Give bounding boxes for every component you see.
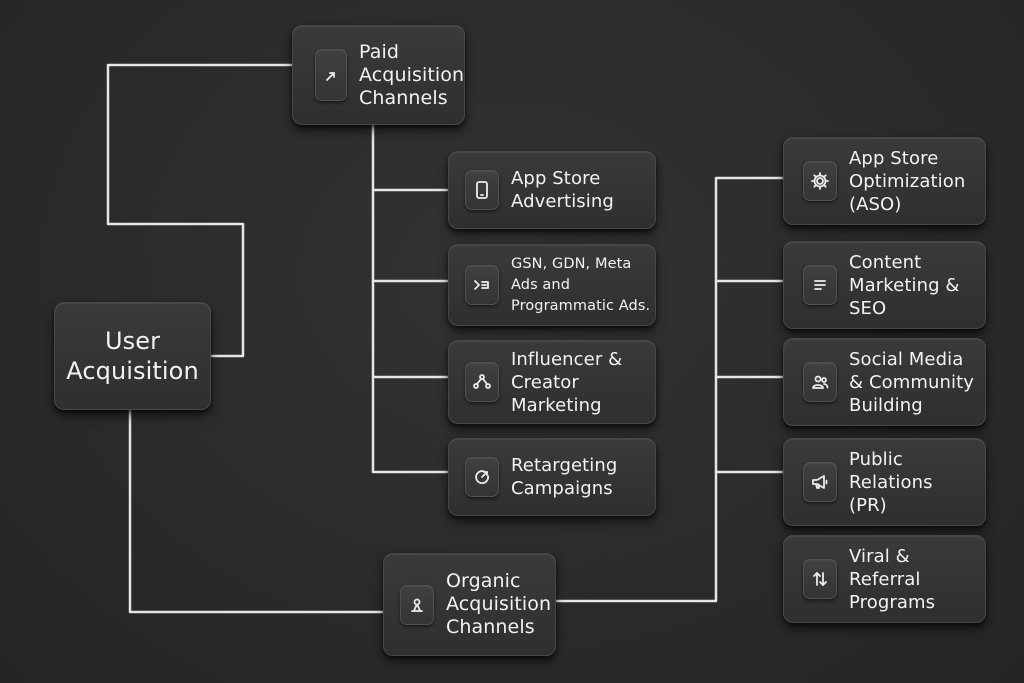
leaf-label: Viral & Referral Programs (849, 545, 936, 613)
paid-acquisition-label: Paid Acquisition Channels (359, 40, 465, 109)
root-node-label: User Acquisition (66, 327, 199, 385)
users-icon (803, 362, 837, 402)
terminal-icon (465, 265, 499, 305)
organic-acquisition-node: Organic Acquisition Channels (383, 553, 556, 656)
connector-paid-trunk (371, 123, 450, 474)
leaf-social-media-community: Social Media & Community Building (783, 338, 986, 426)
leaf-retargeting-campaigns: Retargeting Campaigns (448, 438, 656, 516)
leaf-label: Social Media & Community Building (849, 348, 975, 416)
leaf-app-store-advertising: App Store Advertising (448, 151, 656, 229)
document-lines-icon (803, 265, 837, 305)
leaf-influencer-creator-marketing: Influencer & Creator Marketing (448, 340, 656, 424)
leaf-gsn-gdn-meta-ads: GSN, GDN, Meta Ads and Programmatic Ads. (448, 244, 656, 326)
leaf-app-store-optimization: App Store Optimization (ASO) (783, 137, 986, 225)
leaf-label: Content Marketing & SEO (849, 251, 960, 319)
trend-arrow-icon (315, 49, 347, 101)
leaf-viral-referral: Viral & Referral Programs (783, 535, 986, 623)
leaf-label: GSN, GDN, Meta Ads and Programmatic Ads. (511, 255, 651, 314)
paid-acquisition-node: Paid Acquisition Channels (292, 25, 465, 125)
smartphone-icon (465, 170, 499, 210)
leaf-label: Retargeting Campaigns (511, 455, 618, 499)
organic-acquisition-label: Organic Acquisition Channels (446, 570, 552, 638)
root-node-user-acquisition: User Acquisition (54, 302, 211, 410)
leaf-label: App Store Optimization (ASO) (849, 147, 966, 215)
leaf-public-relations: Public Relations (PR) (783, 438, 986, 526)
connector-root-organic (128, 408, 385, 614)
target-icon (465, 457, 499, 497)
gear-icon (803, 161, 837, 201)
leaf-label: Influencer & Creator Marketing (511, 348, 623, 416)
leaf-label: Public Relations (PR) (849, 448, 933, 516)
leaf-content-marketing-seo: Content Marketing & SEO (783, 241, 986, 329)
leaf-label: App Store Advertising (511, 168, 614, 212)
megaphone-icon (803, 462, 837, 502)
arrows-up-down-icon (803, 559, 837, 599)
network-nodes-icon (465, 362, 499, 402)
sprout-icon (400, 584, 434, 625)
